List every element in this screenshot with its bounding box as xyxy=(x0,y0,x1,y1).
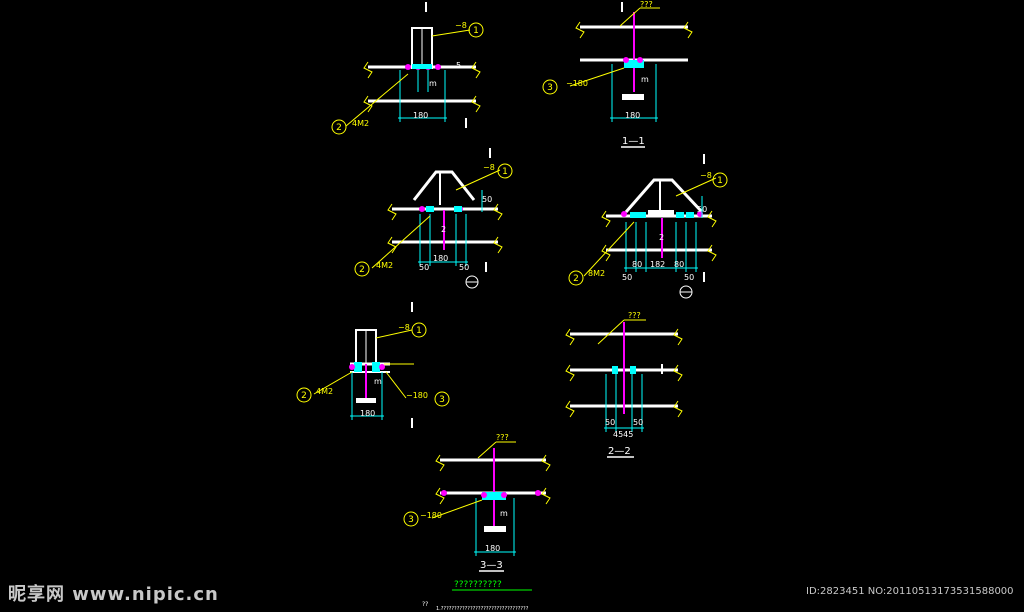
dim-50-c-r: 50 xyxy=(684,273,694,282)
section-3-title: 3—3 xyxy=(480,560,503,571)
plate-label-d: −8 xyxy=(398,323,410,332)
dim-180-a: 180 xyxy=(413,111,428,120)
plate-180-label-3: −180 xyxy=(420,511,442,520)
callout-a-2: 2 xyxy=(336,123,342,133)
beam-label-3: ??? xyxy=(496,433,509,442)
label-2-c: 2 xyxy=(659,233,664,242)
detail-b: 2 50 180 50 50 −8 4M2 1 2 xyxy=(354,148,513,289)
label-2-b: 2 xyxy=(441,225,446,234)
dim-50-b-v: 50 xyxy=(482,195,492,204)
callout-d-2: 2 xyxy=(301,391,307,401)
callout-c-1: 1 xyxy=(717,176,723,186)
notes-block: ?????????? ?? 1.????????????????????????… xyxy=(422,580,532,612)
section-2-title: 2—2 xyxy=(608,446,631,457)
watermark-id: ID:2823451 NO:20110513173531588000 xyxy=(806,586,1014,597)
callout-d-3: 3 xyxy=(439,395,445,405)
dim-80-c-r: 80 xyxy=(674,260,684,269)
plate-label-b: −8 xyxy=(483,163,495,172)
bolt-label-a: 4M2 xyxy=(352,119,369,128)
notes-label: ?? xyxy=(422,601,428,608)
notes-title: ?????????? xyxy=(454,580,502,590)
dim-80-c-l: 80 xyxy=(632,260,642,269)
section-1-title: 1—1 xyxy=(622,136,645,147)
callout-c-2: 2 xyxy=(573,274,579,284)
section-2-2: ??? 50 50 4545 2—2 xyxy=(565,311,683,458)
callout-a-1: 1 xyxy=(473,26,479,36)
bolt-label-b: 4M2 xyxy=(376,261,393,270)
bolt-label-c: 8M2 xyxy=(588,269,605,278)
notes-line-1: 1.????????????????????????????????? xyxy=(436,606,529,612)
dim-180-d: 180 xyxy=(360,409,375,418)
section-1-1: ??? −180 3 m 180 1—1 xyxy=(542,0,693,148)
dim-50-b-l: 50 xyxy=(419,263,429,272)
dim-50-b-r: 50 xyxy=(459,263,469,272)
detail-a: 5 m 180 −8 4M2 1 2 xyxy=(331,2,484,135)
dim-50-c-v: 50 xyxy=(697,205,707,214)
plate-180-label-1: −180 xyxy=(566,79,588,88)
plate-label-a: −8 xyxy=(455,21,467,30)
callout-3-3: 3 xyxy=(408,515,414,525)
callout-b-1: 1 xyxy=(502,167,508,177)
callout-d-1: 1 xyxy=(416,326,422,336)
dim-182-c: 182 xyxy=(650,260,665,269)
label-m-3: m xyxy=(500,509,508,518)
dim-50-2-r: 50 xyxy=(633,418,643,427)
label-m-1: m xyxy=(641,75,649,84)
dim-180-3: 180 xyxy=(485,544,500,553)
detail-c: 2 50 80 182 80 50 50 −8 8M2 1 2 xyxy=(568,154,728,299)
beam-label-2: ??? xyxy=(628,311,641,320)
svg-text:5: 5 xyxy=(456,61,461,70)
plate-label-c: −8 xyxy=(700,171,712,180)
label-m-a: m xyxy=(429,79,437,88)
watermark-logo: 昵享网 www.nipic.cn xyxy=(8,584,219,605)
label-m-d: m xyxy=(374,377,382,386)
dim-180-1: 180 xyxy=(625,111,640,120)
beam-label-1: ??? xyxy=(640,0,653,9)
callout-1-3: 3 xyxy=(547,83,553,93)
section-3-3: ??? −180 3 m 180 3—3 xyxy=(403,433,551,572)
dim-4545-2: 4545 xyxy=(613,430,633,439)
plate-180-label-d: −180 xyxy=(406,391,428,400)
dim-180-b: 180 xyxy=(433,254,448,263)
bolt-label-d: 4M2 xyxy=(316,387,333,396)
detail-d: m 180 −8 4M2 −180 1 2 3 xyxy=(296,302,450,428)
dim-50-2-l: 50 xyxy=(605,418,615,427)
callout-b-2: 2 xyxy=(359,265,365,275)
dim-50-c-l: 50 xyxy=(622,273,632,282)
